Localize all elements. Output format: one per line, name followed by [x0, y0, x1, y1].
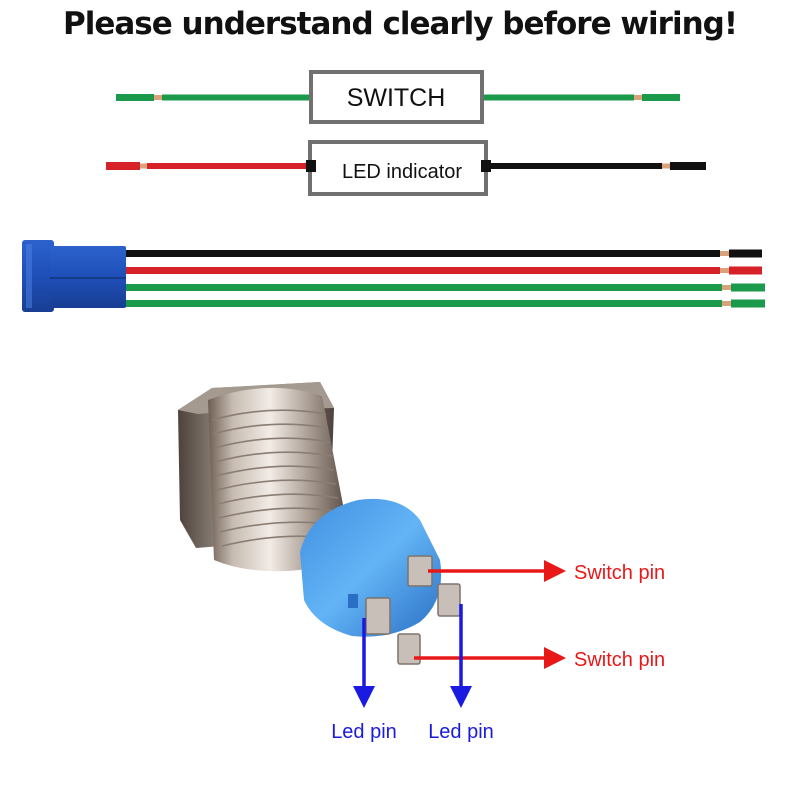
led-pin-right-arrow [450, 604, 472, 708]
wire-tip [729, 249, 762, 258]
copper-core [722, 285, 731, 290]
wire-segment-left [162, 94, 312, 101]
box-clip-left [306, 160, 316, 172]
wire-tip [731, 283, 765, 292]
switch-pin-top-arrow [428, 560, 566, 582]
base-tab [348, 594, 358, 608]
threaded-barrel [208, 387, 346, 572]
led-pin-left-arrow [353, 618, 375, 708]
wire-tip [729, 266, 762, 275]
wire-end-right [670, 162, 706, 170]
harness-wire-black [124, 250, 720, 257]
wire-segment-red [147, 163, 310, 169]
copper-core [720, 251, 729, 256]
copper-core [722, 301, 731, 306]
led-pin-left-label: Led pin [331, 721, 397, 743]
copper-core [720, 268, 729, 273]
led-pin-right [437, 583, 461, 617]
wire-end-right [642, 94, 680, 101]
led-pin-right-label: Led pin [428, 721, 494, 743]
led-wire: LED indicator [106, 140, 706, 196]
copper-core [140, 163, 147, 169]
box-clip-right [481, 160, 491, 172]
switch-pin-top-label: Switch pin [574, 562, 665, 584]
harness-wire-green-1 [124, 284, 722, 291]
led-pin-left [365, 597, 391, 635]
page-title: Please understand clearly before wiring! [63, 6, 738, 42]
switch-pin-bottom-arrow [414, 647, 566, 669]
wire-end-left [106, 162, 140, 170]
switch-label: SWITCH [347, 84, 446, 112]
blue-connector [22, 240, 126, 312]
harness-wire-red [124, 267, 720, 274]
connector-highlight [26, 244, 32, 308]
switch-box [309, 70, 484, 124]
harness-wire-green-2 [124, 300, 722, 307]
led-box [308, 140, 488, 196]
led-indicator-label: LED indicator [342, 161, 462, 183]
wire-segment-black [486, 163, 662, 169]
barrel-threads [211, 409, 345, 547]
switch-pin-bottom-label: Switch pin [574, 649, 665, 671]
wire-segment-right [482, 94, 634, 101]
wire-tip [731, 299, 765, 308]
blue-base [300, 498, 442, 637]
copper-core [662, 163, 670, 169]
connector-harness [22, 240, 765, 312]
wire-end-left [116, 94, 154, 101]
switch-wire: SWITCH [116, 70, 680, 124]
copper-core [154, 95, 162, 100]
push-button-switch [178, 382, 461, 665]
copper-core [634, 95, 642, 100]
